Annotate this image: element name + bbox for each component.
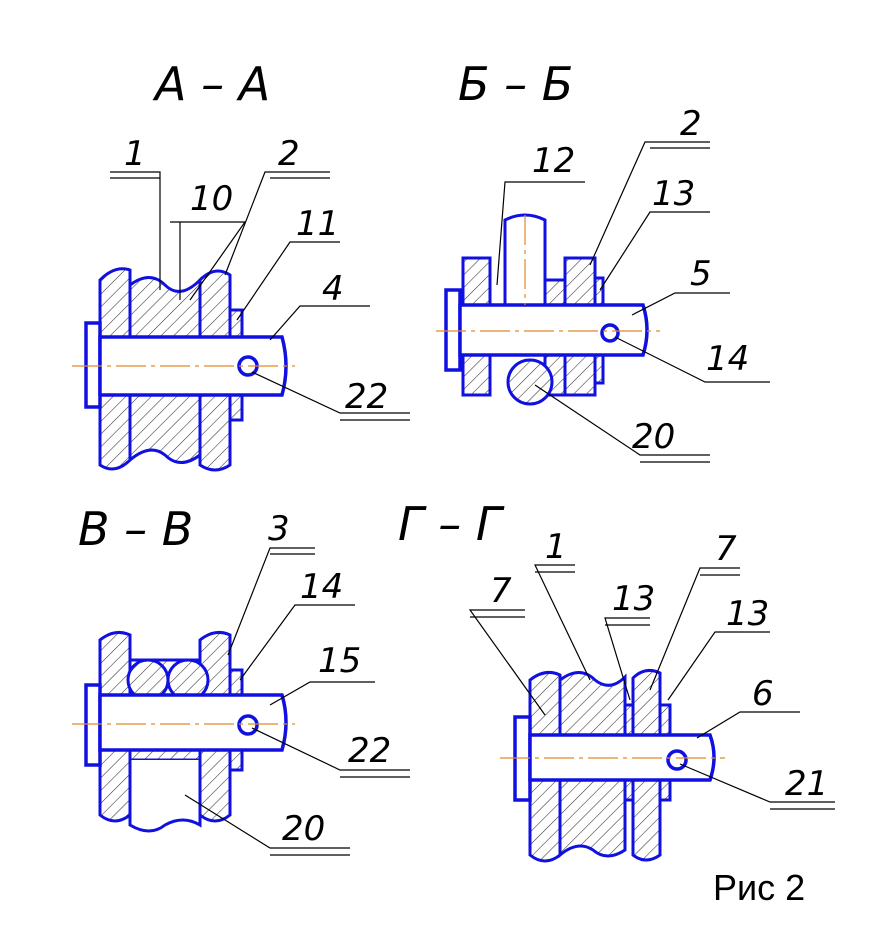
section-title: Б – Б: [458, 57, 573, 111]
part-label: 10: [190, 179, 233, 219]
part-label: 22: [348, 731, 391, 771]
part-label: 7: [715, 529, 737, 569]
part-label: 5: [690, 254, 712, 294]
flange: [84, 683, 102, 767]
section-title: А – А: [152, 57, 270, 111]
shaft: [528, 733, 716, 782]
shaft: [98, 693, 288, 752]
part-label: 14: [706, 339, 749, 379]
part-label: 13: [652, 174, 695, 214]
flange: [84, 321, 102, 409]
flange: [444, 288, 462, 372]
part-label: 20: [632, 417, 675, 457]
shaft: [458, 303, 649, 357]
part-label: 1: [124, 134, 146, 174]
section-title: В – В: [78, 502, 193, 556]
part-label: 15: [318, 641, 361, 681]
section-v-v: В – В 3 14 15 22 20: [72, 502, 410, 856]
pin-hole: [666, 749, 688, 771]
part-label: 22: [345, 377, 388, 417]
pin-hole: [237, 714, 259, 736]
part-label: 7: [490, 571, 512, 611]
part-label: 14: [300, 567, 343, 607]
figure-caption: Рис 2: [713, 867, 805, 908]
section-a-a: А – А 1 10 2 11 4 22: [72, 57, 410, 472]
part-label: 13: [726, 594, 769, 634]
rope-20: [128, 760, 202, 833]
part-label: 12: [532, 141, 575, 181]
part-label: 1: [545, 527, 567, 567]
part-label: 4: [322, 269, 344, 309]
section-g-g: Г – Г 7 1 13 7 13 6 21: [398, 497, 835, 863]
rope-20: [506, 358, 554, 406]
part-label: 6: [752, 674, 774, 714]
part-label: 13: [612, 579, 655, 619]
shaft: [98, 335, 288, 397]
part-label: 2: [680, 104, 702, 144]
part-label: 20: [282, 809, 325, 849]
pin-hole: [600, 323, 620, 343]
section-title: Г – Г: [398, 497, 505, 551]
section-b-b: Б – Б 12 2 13 5 14 20: [436, 57, 770, 463]
plate-mid: [543, 278, 567, 307]
part-label: 3: [268, 509, 290, 549]
part-label: 11: [296, 204, 339, 244]
part-label: 2: [278, 134, 300, 174]
part-label: 21: [785, 764, 828, 804]
